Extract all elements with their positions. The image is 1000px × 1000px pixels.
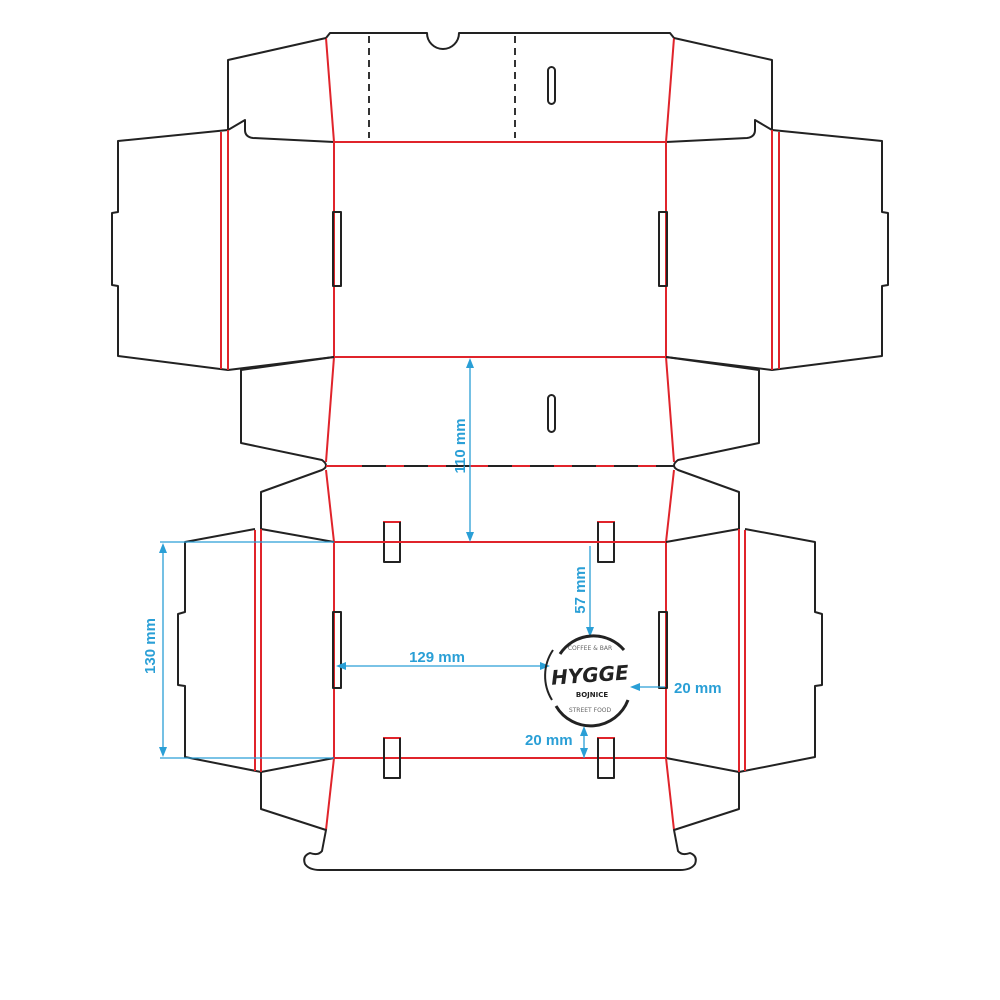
- dimension-57: 57 mm: [572, 546, 594, 637]
- slot: [332, 611, 342, 689]
- dimension-110: 110 mm: [452, 358, 474, 542]
- base-side-right: [665, 528, 823, 773]
- dimension-label: 20 mm: [674, 680, 722, 697]
- logo-top-text: COFFEE & BAR: [568, 645, 612, 652]
- lid-side-left: [111, 129, 335, 371]
- dimension-129: 129 mm: [336, 649, 550, 670]
- dimension-label: 130 mm: [142, 618, 159, 674]
- top-wings: [227, 37, 773, 143]
- bottom-flap: [260, 757, 740, 871]
- base-panel: [332, 541, 668, 779]
- slot: [332, 211, 342, 287]
- hygge-logo: COFFEE & BAR HYGGE BOJNICE STREET FOOD: [544, 634, 630, 728]
- slot: [547, 66, 556, 105]
- dimension-label: 129 mm: [409, 649, 465, 666]
- lid-side-right: [665, 129, 889, 371]
- logo-town: BOJNICE: [576, 691, 608, 699]
- dimension-label: 57 mm: [572, 566, 589, 614]
- logo-bottom-text: STREET FOOD: [569, 707, 612, 714]
- dimension-label: 110 mm: [452, 418, 469, 473]
- front-wall: [325, 469, 675, 563]
- base-side-left: [177, 528, 335, 773]
- dimension-label: 20 mm: [525, 732, 573, 749]
- slot: [658, 611, 668, 689]
- back-panel: [240, 356, 760, 530]
- logo-name: HYGGE: [550, 660, 630, 689]
- dimension-130: 130 mm: [142, 541, 334, 759]
- slot: [658, 211, 668, 287]
- dimension-20-right: 20 mm: [630, 680, 722, 697]
- slot: [547, 394, 556, 433]
- lid-panel: [332, 141, 668, 358]
- dimension-20-bottom: 20 mm: [525, 726, 588, 758]
- top-flap: [325, 32, 675, 143]
